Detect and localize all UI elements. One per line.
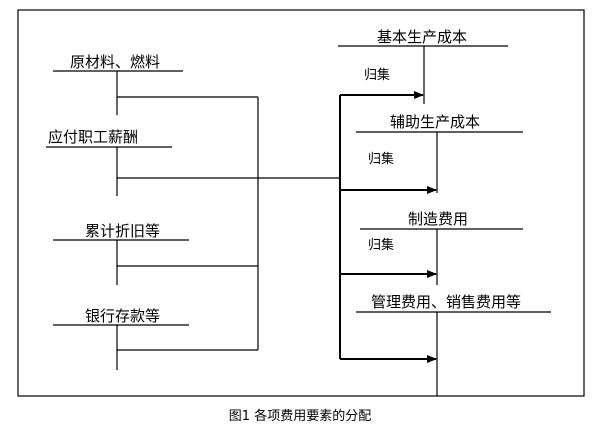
figure-caption: 图1 各项费用要素的分配: [229, 408, 371, 424]
source-label: 原材料、燃料: [70, 53, 160, 71]
target-basic-production: 基本生产成本: [338, 28, 508, 104]
source-label: 应付职工薪酬: [48, 128, 138, 146]
target-label: 辅助生产成本: [390, 113, 480, 131]
source-label: 银行存款等: [85, 307, 160, 325]
diagram-border: [17, 9, 585, 397]
target-manufacturing-overhead: 制造费用: [360, 210, 523, 285]
source-label: 累计折旧等: [85, 222, 160, 240]
distribution-arrows: [340, 91, 437, 363]
collect-label-1: 归集: [364, 67, 390, 83]
source-bank-deposits: 银行存款等: [53, 307, 189, 370]
target-label: 管理费用、销售费用等: [371, 293, 521, 311]
target-auxiliary-production: 辅助生产成本: [356, 113, 523, 193]
source-connectors: [117, 96, 259, 351]
target-admin-sales: 管理费用、销售费用等: [356, 293, 551, 396]
target-label: 制造费用: [408, 210, 468, 228]
source-raw-materials: 原材料、燃料: [53, 53, 183, 115]
collect-label-3: 归集: [368, 237, 394, 253]
source-payroll: 应付职工薪酬: [46, 128, 172, 196]
collect-label-2: 归集: [368, 151, 394, 167]
target-label: 基本生产成本: [377, 28, 467, 46]
source-depreciation: 累计折旧等: [53, 222, 189, 285]
